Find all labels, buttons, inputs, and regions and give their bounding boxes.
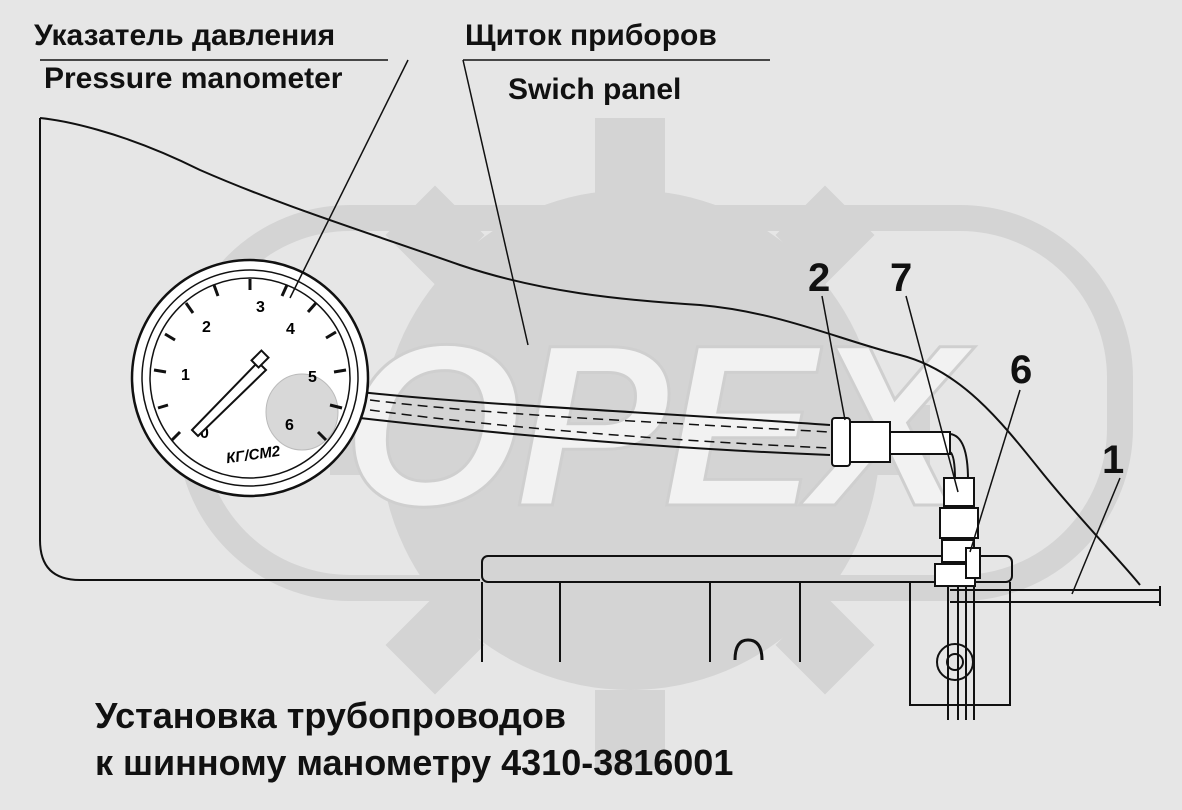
callout-2: 2 [808,256,831,300]
panel-label-ru: Щиток приборов [465,19,717,52]
callout-7: 7 [890,256,913,300]
tick-label-6: 6 [285,417,294,434]
mount-bracket [481,555,1013,706]
tick-label-5: 5 [308,369,317,386]
panel-label-en: Swich panel [508,73,682,106]
leader-lines [40,59,1121,595]
fitting-6 [965,547,981,579]
switch-panel-outline [39,117,1141,586]
gauge-needle [190,360,268,438]
caption-line-1: Установка трубопроводов [95,695,566,736]
panel-edge [39,118,480,581]
tick-label-1: 1 [181,367,190,384]
tick-label-2: 2 [202,319,211,336]
fitting-7 [934,477,979,587]
gauge-label-ru: Указатель давления [34,19,336,52]
caption-line-2: к шинному манометру 4310-3816001 [95,742,734,783]
hose [359,391,831,456]
gauge-label-en: Pressure manometer [44,62,343,95]
callout-6: 6 [1010,348,1033,392]
gauge-ticks [153,279,347,442]
tick-label-0: 0 [200,425,209,442]
vertical-tubes [947,586,975,720]
tick-label-4: 4 [286,321,295,338]
callout-1: 1 [1102,438,1125,482]
fitting-2 [831,417,951,467]
pipe-1 [950,586,1161,606]
tick-label-3: 3 [256,299,265,316]
pressure-gauge: 0 1 2 3 4 5 6 КГ/СМ2 [130,258,370,498]
